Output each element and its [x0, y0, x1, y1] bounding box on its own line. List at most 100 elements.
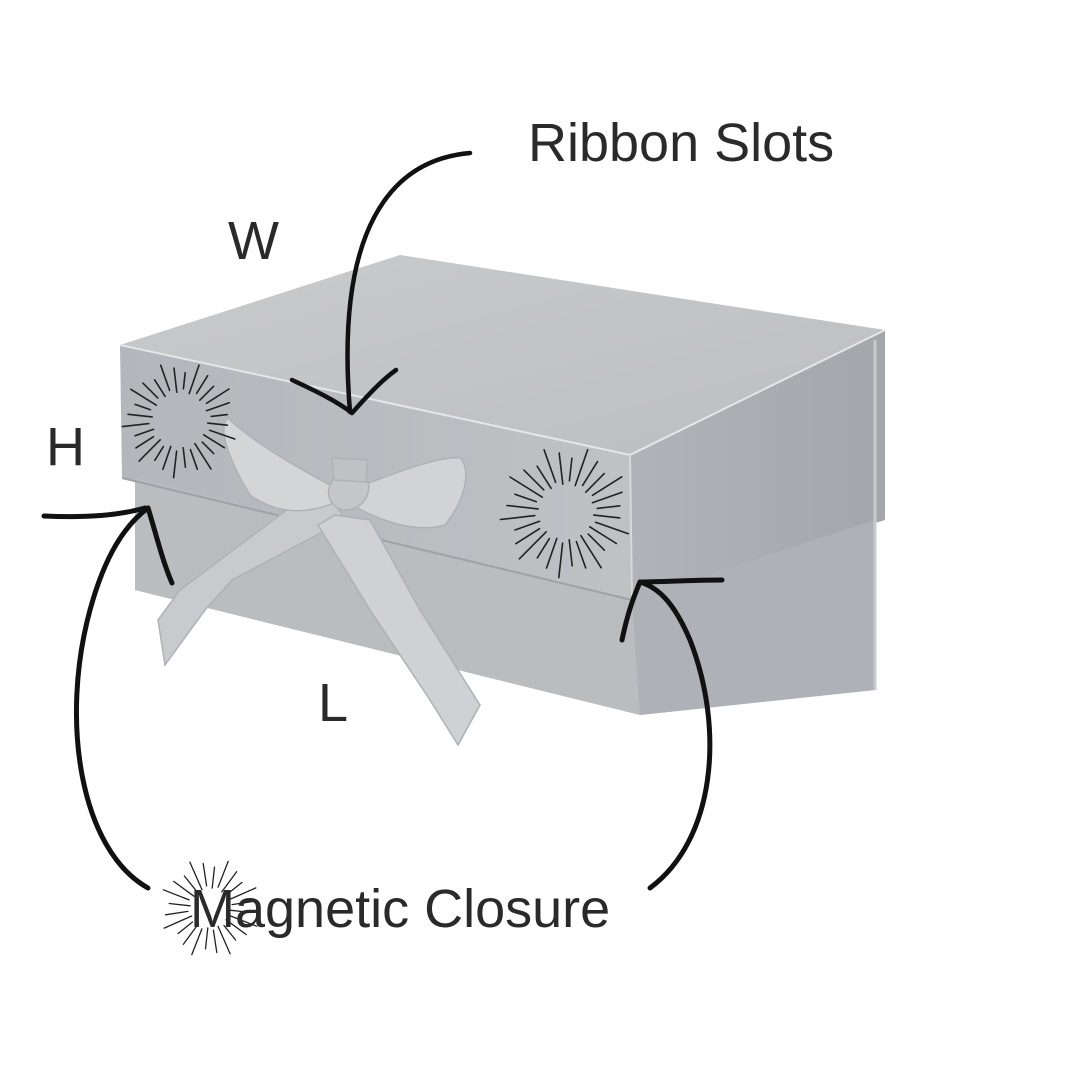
sparkle-ray: [580, 534, 603, 569]
arrow-group: [41, 150, 725, 891]
sparkle-ray: [163, 915, 193, 929]
lid-corner-edge: [629, 454, 633, 601]
sparkle-ray: [591, 475, 623, 497]
sparkle-ray: [194, 442, 212, 470]
sparkle-ray: [225, 919, 247, 936]
sparkle-group: [121, 364, 630, 956]
sparkle-icon-right: [499, 448, 630, 579]
sparkle-ray: [154, 445, 165, 462]
sparkle-ray: [199, 385, 215, 402]
sparkle-ray: [514, 520, 541, 531]
sparkle-ray: [558, 452, 564, 486]
sparkle-ray: [230, 915, 258, 927]
sparkle-ray: [536, 465, 552, 490]
sparkle-ray: [191, 928, 203, 956]
sparkle-ray: [142, 382, 159, 399]
ribbon-slots-label: Ribbon Slots: [528, 113, 835, 173]
ribbon-loop-left: [223, 416, 341, 512]
sparkle-ray: [173, 367, 178, 394]
sparkle-ray: [159, 364, 171, 392]
box-lid-top: [120, 255, 885, 455]
sparkle-ray: [514, 493, 538, 503]
sparkle-icon-label: [162, 860, 258, 956]
ribbon-tail-right: [316, 514, 481, 747]
sparkle-ray: [153, 378, 166, 398]
sparkle-ray: [204, 927, 209, 950]
gift-box: [119, 255, 886, 715]
sparkle-ray: [591, 491, 623, 504]
sparkle-ray: [134, 403, 152, 411]
sparkle-ray: [574, 448, 589, 487]
sparkle-ray: [226, 881, 243, 895]
ribbon-slots-arrow-icon: [345, 150, 473, 415]
sparkle-ray: [575, 540, 587, 569]
sparkle-ray: [162, 445, 172, 471]
sparkle-ray: [557, 542, 564, 579]
sparkle-ray: [543, 448, 557, 484]
sparkle-ray: [201, 441, 215, 455]
length-label: L: [318, 673, 349, 733]
sparkle-ray: [523, 469, 545, 491]
sparkle-ray: [173, 880, 195, 897]
sparkle-ray: [189, 448, 199, 471]
sparkle-ray: [211, 866, 216, 889]
sparkle-ray: [231, 900, 256, 906]
right-closure-arrow-icon: [637, 579, 713, 891]
ribbon-loop-right: [349, 456, 467, 529]
sparkle-ray: [217, 925, 231, 955]
sparkle-ray: [188, 364, 200, 395]
sparkle-ray: [164, 910, 189, 916]
sparkle-ray: [581, 460, 599, 487]
sparkle-ray: [121, 422, 150, 428]
sparkle-ray: [223, 924, 237, 941]
ribbon-bow: [157, 416, 481, 747]
magnetic-closure-label: Magnetic Closure: [190, 879, 611, 939]
sparkle-ray: [127, 413, 153, 418]
sparkle-ray: [584, 472, 606, 494]
sparkle-ray: [130, 388, 158, 407]
sparkle-ray: [207, 422, 229, 427]
sparkle-ray: [168, 902, 191, 907]
sparkle-ray: [217, 860, 229, 888]
sparkle-ray: [172, 450, 178, 479]
sparkle-ray: [134, 428, 155, 437]
sparkle-ray: [202, 862, 208, 887]
sparkle-ray: [212, 929, 218, 954]
sparkle-ray: [506, 504, 540, 510]
sparkle-ray: [189, 861, 203, 891]
sparkle-ray: [195, 374, 209, 395]
sparkle-ray: [229, 909, 252, 914]
sparkle-ray: [568, 538, 574, 567]
sparkle-ray: [545, 537, 558, 569]
sparkle-ray: [183, 875, 197, 892]
sparkle-ray: [177, 921, 194, 935]
sparkle-ray: [182, 446, 187, 469]
sparkle-ray: [588, 525, 618, 545]
sparkle-ray: [568, 457, 573, 482]
height-label: H: [46, 417, 85, 477]
sparkle-ray: [205, 401, 230, 412]
ribbon-slot-strap: [331, 457, 369, 483]
left-closure-arrowhead-icon: [145, 505, 175, 586]
sparkle-ray: [499, 514, 536, 521]
sparkle-ray: [587, 533, 606, 552]
ribbon-slots-arrowhead-icon: [289, 367, 399, 416]
sparkle-ray: [202, 433, 226, 449]
sparkle-ray: [135, 435, 155, 449]
right-closure-arrowhead-icon: [619, 577, 725, 643]
sparkle-ray: [182, 923, 199, 945]
box-base-side: [632, 520, 875, 715]
h-arrow-icon: [41, 505, 148, 520]
ribbon-tail-left: [157, 494, 347, 667]
sparkle-ray: [509, 476, 544, 499]
sparkle-ray: [592, 514, 621, 519]
sparkle-ray: [227, 887, 257, 901]
width-label: W: [228, 211, 279, 271]
sparkle-ray: [596, 504, 621, 510]
sparkle-ray: [208, 429, 236, 440]
box-lid-front: [120, 345, 632, 600]
sparkle-ray: [138, 438, 161, 462]
sparkle-ray: [182, 371, 186, 390]
sparkle-ray: [594, 521, 630, 535]
